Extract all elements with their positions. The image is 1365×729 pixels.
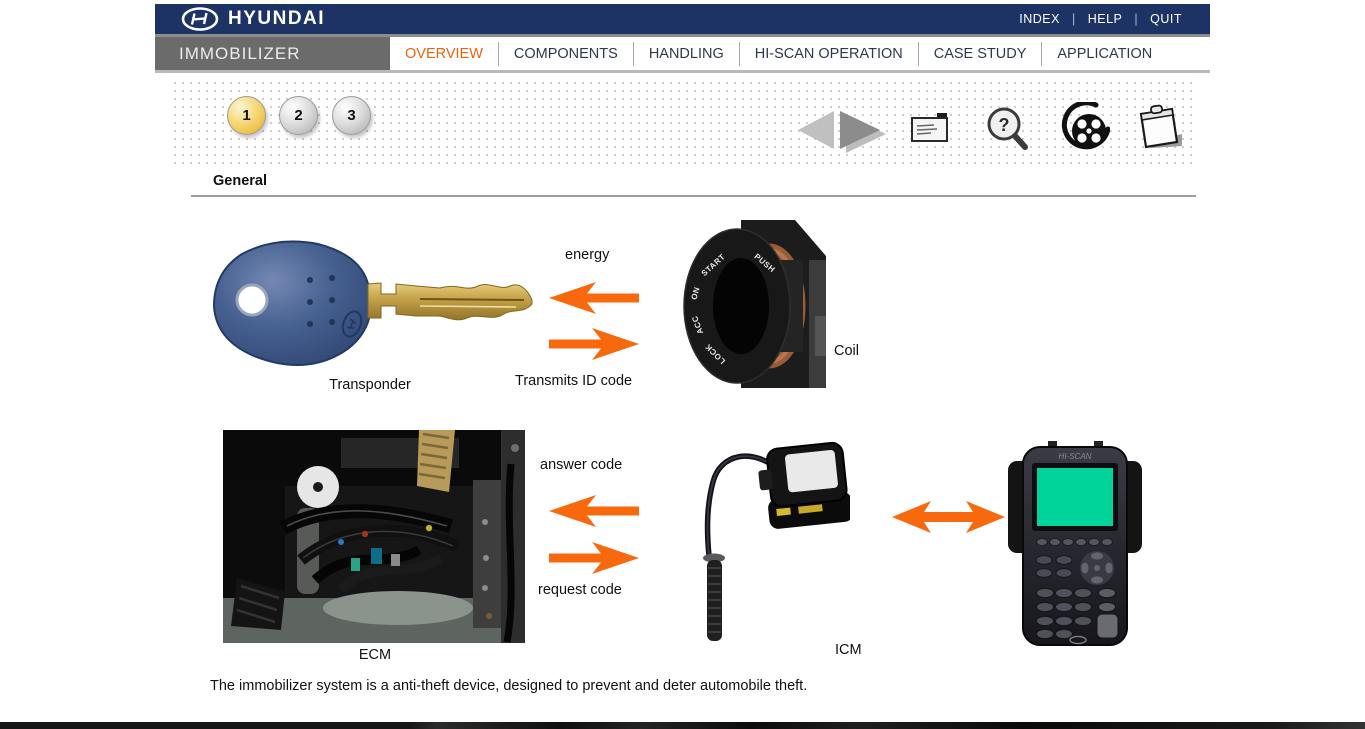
energy-label: energy bbox=[565, 247, 610, 263]
bidirectional-arrow-icon bbox=[892, 501, 1005, 533]
help-search-icon[interactable]: ? bbox=[984, 106, 1030, 152]
header-bar: HYUNDAI INDEX | HELP | QUIT bbox=[155, 4, 1210, 37]
module-title: IMMOBILIZER bbox=[155, 37, 390, 70]
next-page-icon[interactable] bbox=[840, 111, 880, 149]
tab-handling[interactable]: HANDLING bbox=[648, 45, 724, 62]
tab-divider bbox=[632, 41, 634, 66]
menu-separator: | bbox=[1071, 12, 1076, 26]
energy-arrow-left-icon bbox=[549, 282, 639, 314]
step-button-1[interactable]: 1 bbox=[227, 96, 266, 135]
transmit-arrow-right-icon bbox=[549, 328, 639, 360]
menu-help-link[interactable]: HELP bbox=[1087, 12, 1123, 26]
header-menu: INDEX | HELP | QUIT bbox=[1019, 4, 1182, 34]
section-title: General bbox=[213, 173, 267, 189]
page-nav-arrows bbox=[798, 111, 886, 153]
tab-divider bbox=[1041, 41, 1043, 66]
transponder-key-image bbox=[212, 240, 533, 366]
tab-bar: IMMOBILIZER OVERVIEW COMPONENTS HANDLING… bbox=[155, 37, 1210, 73]
bottom-bar bbox=[0, 722, 1365, 729]
tabs: OVERVIEW COMPONENTS HANDLING HI-SCAN OPE… bbox=[390, 37, 1167, 70]
answer-arrow-left-icon bbox=[549, 495, 639, 527]
hyundai-logo-icon bbox=[181, 7, 219, 31]
brand: HYUNDAI bbox=[181, 7, 325, 31]
media-reel-icon[interactable] bbox=[1060, 102, 1110, 152]
icm-image bbox=[703, 441, 850, 641]
transponder-label: Transponder bbox=[329, 377, 411, 393]
ecm-image bbox=[223, 430, 525, 643]
request-code-label: request code bbox=[538, 582, 622, 598]
request-arrow-right-icon bbox=[549, 542, 639, 574]
diagram-caption: The immobilizer system is a anti-theft d… bbox=[210, 678, 808, 694]
toolbar-strip bbox=[168, 76, 1196, 166]
step-button-3[interactable]: 3 bbox=[332, 96, 371, 135]
step-button-2[interactable]: 2 bbox=[279, 96, 318, 135]
tab-hi-scan-operation[interactable]: HI-SCAN OPERATION bbox=[754, 45, 903, 62]
icm-label: ICM bbox=[835, 642, 862, 658]
tab-divider bbox=[738, 41, 740, 66]
transmits-id-label: Transmits ID code bbox=[515, 373, 633, 389]
coil-ring-text-on: ON bbox=[689, 286, 701, 301]
prev-page-icon[interactable] bbox=[798, 111, 834, 149]
hi-scan-tester-image: HI-SCAN bbox=[1008, 441, 1142, 646]
menu-quit-link[interactable]: QUIT bbox=[1150, 12, 1182, 26]
menu-index-link[interactable]: INDEX bbox=[1019, 12, 1060, 26]
coil-label: Coil bbox=[834, 343, 859, 359]
answer-code-label: answer code bbox=[540, 457, 623, 473]
coil-image: PUSH START ON ACC LOCK bbox=[683, 220, 826, 388]
ecm-label: ECM bbox=[358, 647, 392, 663]
brand-name: HYUNDAI bbox=[228, 8, 326, 29]
tab-divider bbox=[917, 41, 919, 66]
section-divider bbox=[191, 195, 1196, 197]
scanner-brand-text: HI-SCAN bbox=[1059, 452, 1092, 461]
memo-icon[interactable] bbox=[910, 112, 952, 144]
help-glyph: ? bbox=[999, 115, 1010, 135]
menu-separator: | bbox=[1134, 12, 1139, 26]
library-folder-icon[interactable] bbox=[1134, 102, 1184, 152]
tab-case-study[interactable]: CASE STUDY bbox=[933, 45, 1027, 62]
tab-application[interactable]: APPLICATION bbox=[1057, 45, 1153, 62]
tab-overview[interactable]: OVERVIEW bbox=[405, 45, 483, 62]
tab-divider bbox=[497, 41, 499, 66]
tab-components[interactable]: COMPONENTS bbox=[513, 45, 618, 62]
